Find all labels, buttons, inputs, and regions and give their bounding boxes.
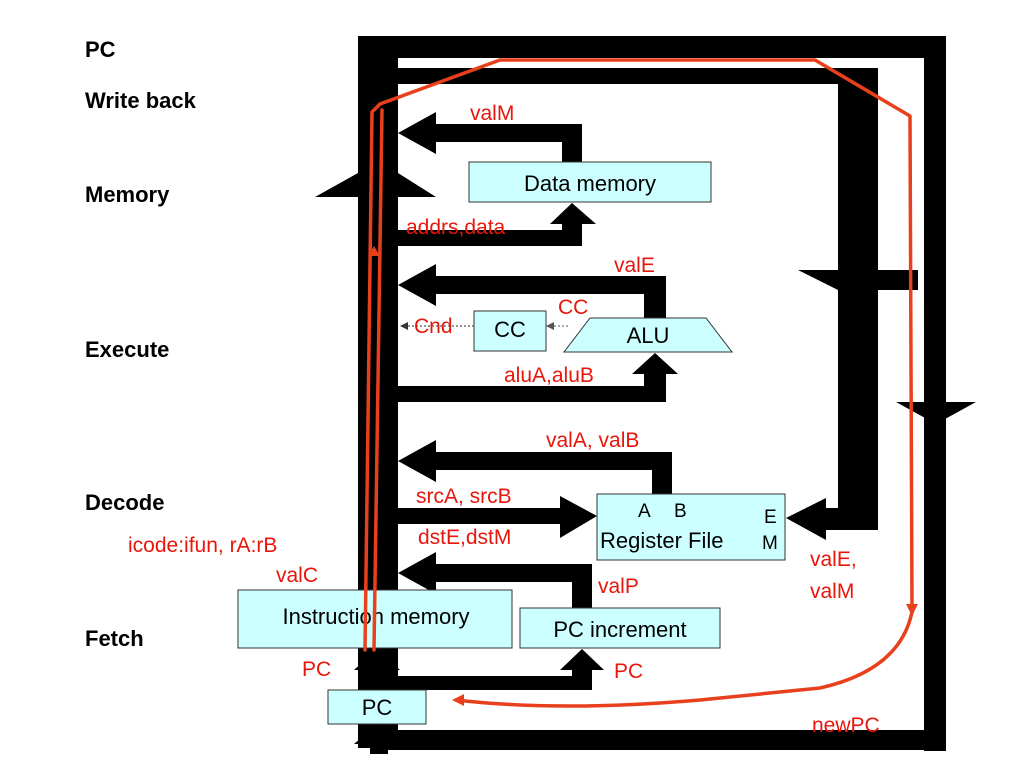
signal-valM: valM — [470, 102, 514, 125]
signal-valE-valM-line2: valM — [810, 580, 854, 603]
register-file-port-m: M — [762, 533, 778, 554]
alu-to-cc-arrowhead — [546, 322, 554, 330]
valE-arrowhead — [398, 264, 436, 306]
signal-addrs-data: addrs,data — [406, 216, 506, 239]
stage-label-execute: Execute — [85, 337, 169, 362]
data-memory-label: Data memory — [524, 171, 656, 196]
pc-to-incr-arrowhead — [560, 649, 604, 670]
addrs-horizontal — [398, 230, 582, 246]
cc-box — [473, 310, 547, 352]
return-into-pc-arrowhead — [354, 724, 400, 744]
signal-cnd: Cnd — [414, 315, 453, 338]
alu-label: ALU — [627, 323, 670, 348]
src-dst-arrowhead — [560, 496, 597, 538]
stage-label-decode: Decode — [85, 490, 164, 515]
writeback-horizontal-bus — [396, 68, 878, 84]
valP-arrowhead — [398, 552, 436, 594]
aluA-vertical — [644, 372, 666, 402]
signal-valE: valE — [614, 254, 655, 277]
valA-arrowhead — [398, 440, 436, 482]
signal-icode-ifun: icode:ifun, rA:rB — [128, 534, 277, 557]
signal-pc-left: PC — [302, 658, 331, 681]
pc-increment-label: PC increment — [553, 617, 686, 642]
signal-valP: valP — [598, 575, 639, 598]
cc-label: CC — [494, 317, 526, 342]
return-into-pc-vertical — [370, 742, 388, 754]
writeback-into-rf-horizontal — [822, 508, 878, 530]
signal-valA-valB: valA, valB — [546, 429, 639, 452]
register-file-port-b: B — [674, 501, 687, 522]
flow-path-inner-vertical — [372, 108, 384, 652]
writeback-vertical-bus — [838, 68, 878, 530]
signal-aluA-aluB: aluA,aluB — [504, 364, 594, 387]
register-file-box — [596, 493, 786, 561]
pc-increment-box — [519, 607, 721, 649]
stage-label-write-back: Write back — [85, 88, 197, 113]
src-dst-horizontal — [398, 508, 564, 524]
pc-register-box — [327, 689, 427, 725]
valM-horizontal — [432, 124, 582, 142]
flow-path-arrowhead-up — [368, 246, 380, 256]
addrs-arrowhead — [550, 203, 596, 224]
signal-valC: valC — [276, 564, 318, 587]
valP-horizontal — [432, 564, 592, 582]
aluA-arrowhead — [632, 353, 678, 374]
data-memory-box — [468, 161, 712, 203]
flow-path-arrowhead-right — [906, 604, 918, 616]
valE-valM-down-arrow — [798, 270, 918, 292]
cc-to-cnd-arrowhead — [400, 322, 408, 330]
writeback-into-rf-arrowhead — [786, 498, 826, 540]
right-vertical-bus — [924, 36, 946, 751]
aluA-horizontal — [398, 386, 666, 402]
signal-pc-right: PC — [614, 660, 643, 683]
signal-valE-valM-line1: valE, — [810, 548, 857, 571]
signal-cc: CC — [558, 296, 588, 319]
flow-path-return-to-pc — [454, 610, 914, 708]
newpc-down-arrow — [896, 402, 976, 424]
addrs-vertical — [562, 222, 582, 246]
pc-to-incr-vertical — [572, 668, 592, 690]
stage-label-pc: PC — [85, 37, 116, 62]
bottom-return-bus — [370, 730, 946, 750]
signal-dstE-dstM: dstE,dstM — [418, 526, 511, 549]
signal-srcA-srcB: srcA, srcB — [416, 485, 512, 508]
stage-label-memory: Memory — [85, 182, 170, 207]
pc-to-incr-horizontal — [376, 676, 592, 690]
top-horizontal-bus — [358, 36, 946, 58]
memory-right-arrow — [398, 173, 436, 197]
memory-left-arrow — [315, 173, 358, 197]
alu-shape — [562, 317, 734, 353]
flow-path-arrowhead-pc — [452, 694, 464, 706]
valE-horizontal — [432, 276, 666, 294]
register-file-port-e: E — [764, 507, 777, 528]
flow-path-up-and-around — [363, 58, 914, 652]
stage-label-fetch: Fetch — [85, 626, 144, 651]
pc-register-label: PC — [362, 695, 393, 720]
valA-horizontal — [432, 452, 672, 470]
pc-to-imem-arrowhead — [354, 649, 400, 670]
register-file-label: Register File — [600, 528, 723, 553]
valM-arrowhead — [398, 112, 436, 154]
signal-newPC: newPC — [812, 714, 880, 737]
register-file-port-a: A — [638, 501, 651, 522]
